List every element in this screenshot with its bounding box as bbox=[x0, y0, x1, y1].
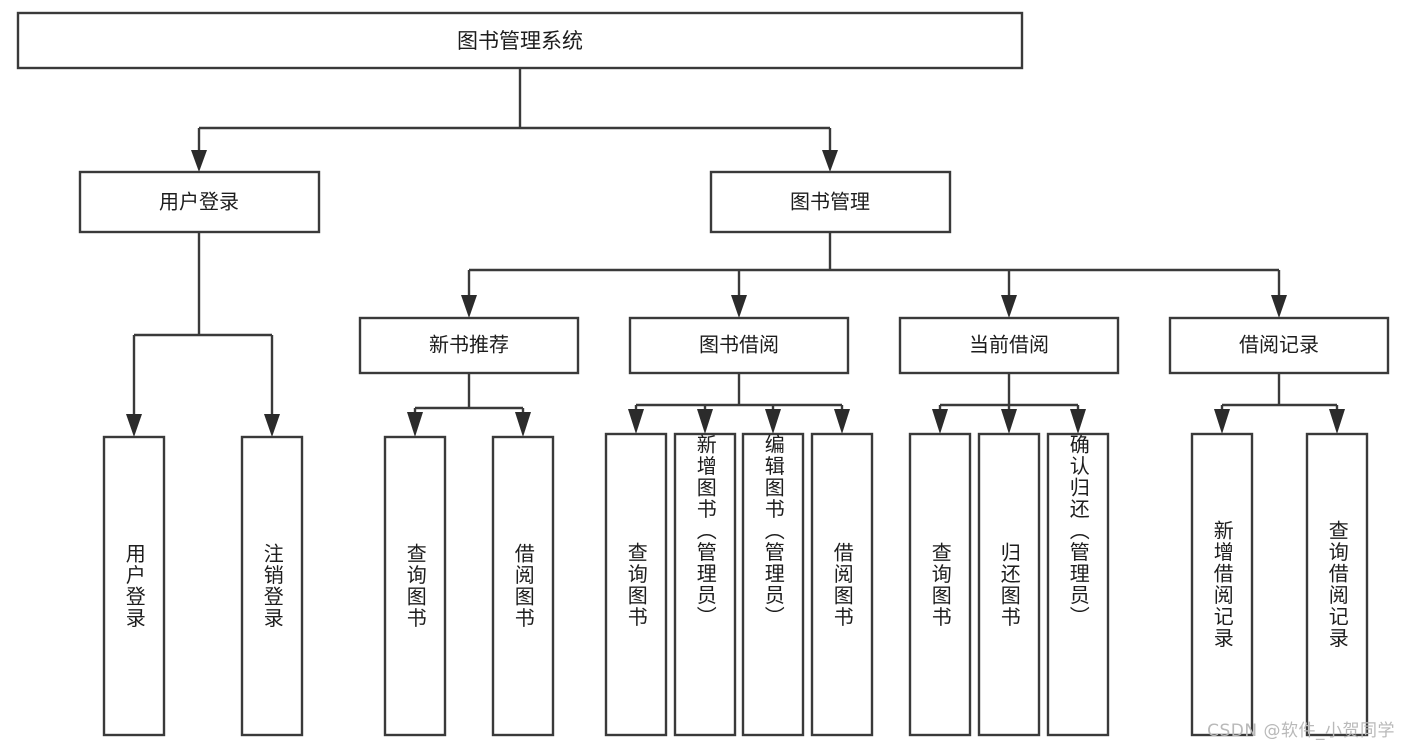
leaf-box-book-borrow-3[interactable] bbox=[741, 432, 805, 737]
connector-group-user-login bbox=[126, 232, 280, 437]
leaf-box-current-borrow-2[interactable] bbox=[977, 432, 1041, 737]
connector-group-current-borrow bbox=[932, 373, 1086, 434]
leaf-box-borrow-record-1[interactable] bbox=[1190, 432, 1254, 737]
connector-group-book-borrow bbox=[628, 373, 850, 434]
node-book-manage-label: 图书管理 bbox=[790, 190, 870, 214]
node-new-book-recommend-box bbox=[358, 316, 580, 375]
leaf-box-book-borrow-4[interactable] bbox=[810, 432, 874, 737]
arrow-head-user-login bbox=[191, 150, 207, 172]
arrow-head-new-book bbox=[461, 295, 477, 318]
connector-group-root bbox=[191, 68, 838, 172]
arrow-head-book-borrow bbox=[731, 295, 747, 318]
arrow-head-current-borrow-leaf-2 bbox=[1001, 409, 1017, 434]
node-book-manage[interactable]: 图书管理 bbox=[709, 170, 952, 234]
leaf-box-current-borrow-1[interactable] bbox=[908, 432, 972, 737]
leaf-box-book-borrow-1[interactable] bbox=[604, 432, 668, 737]
node-new-book-recommend[interactable]: 新书推荐 bbox=[358, 316, 580, 375]
arrow-head-book-borrow-leaf-2 bbox=[697, 409, 713, 434]
arrow-head-borrow-record-leaf-1 bbox=[1214, 409, 1230, 434]
arrow-head-borrow-record-leaf-2 bbox=[1329, 409, 1345, 434]
leaf-box-current-borrow-3[interactable] bbox=[1046, 432, 1110, 737]
node-user-login-label: 用户登录 bbox=[159, 190, 239, 214]
arrow-head-leaf-user-login-2 bbox=[264, 414, 280, 437]
node-new-book-recommend-label: 新书推荐 bbox=[429, 333, 509, 357]
arrow-head-leaf-user-login-1 bbox=[126, 414, 142, 437]
node-book-borrow-box bbox=[628, 316, 850, 375]
arrow-head-new-book-leaf-1 bbox=[407, 412, 423, 437]
connector-group-book-manage bbox=[461, 232, 1287, 318]
node-current-borrow-label: 当前借阅 bbox=[969, 333, 1049, 357]
node-book-borrow[interactable]: 图书借阅 bbox=[628, 316, 850, 375]
connector-group-borrow-record bbox=[1214, 373, 1345, 434]
arrow-head-book-borrow-leaf-1 bbox=[628, 409, 644, 434]
leaf-boxes-borrow-record bbox=[1190, 432, 1369, 737]
leaf-boxes-new-book bbox=[383, 435, 555, 737]
node-root-box bbox=[16, 11, 1024, 70]
connector-group-new-book bbox=[407, 373, 531, 437]
leaf-boxes-current-borrow bbox=[908, 432, 1110, 737]
node-root-system[interactable]: 图书管理系统 bbox=[16, 11, 1024, 70]
node-borrow-record-label: 借阅记录 bbox=[1239, 333, 1319, 357]
node-borrow-record-box bbox=[1168, 316, 1390, 375]
leaf-box-user-login-2[interactable] bbox=[240, 435, 304, 737]
node-book-manage-box bbox=[709, 170, 952, 234]
node-book-borrow-label: 图书借阅 bbox=[699, 333, 779, 357]
leaf-box-new-book-2[interactable] bbox=[491, 435, 555, 737]
node-root-label: 图书管理系统 bbox=[457, 29, 583, 53]
arrow-head-current-borrow bbox=[1001, 295, 1017, 318]
arrow-head-new-book-leaf-2 bbox=[515, 412, 531, 437]
csdn-watermark: CSDN @软件_小贺同学 bbox=[1207, 721, 1395, 741]
leaf-box-user-login-1[interactable] bbox=[102, 435, 166, 737]
leaf-box-book-borrow-2[interactable] bbox=[673, 432, 737, 737]
leaf-box-new-book-1[interactable] bbox=[383, 435, 447, 737]
arrow-head-current-borrow-leaf-1 bbox=[932, 409, 948, 434]
node-user-login-box bbox=[78, 170, 321, 234]
node-current-borrow[interactable]: 当前借阅 bbox=[898, 316, 1120, 375]
node-borrow-record[interactable]: 借阅记录 bbox=[1168, 316, 1390, 375]
arrow-head-book-manage bbox=[822, 150, 838, 172]
node-current-borrow-box bbox=[898, 316, 1120, 375]
node-user-login[interactable]: 用户登录 bbox=[78, 170, 321, 234]
arrow-head-book-borrow-leaf-3 bbox=[765, 409, 781, 434]
leaf-boxes-user-login bbox=[102, 435, 304, 737]
arrow-head-borrow-record bbox=[1271, 295, 1287, 318]
arrow-head-current-borrow-leaf-3 bbox=[1070, 409, 1086, 434]
arrow-head-book-borrow-leaf-4 bbox=[834, 409, 850, 434]
leaf-box-borrow-record-2[interactable] bbox=[1305, 432, 1369, 737]
leaf-boxes-book-borrow bbox=[604, 432, 874, 737]
